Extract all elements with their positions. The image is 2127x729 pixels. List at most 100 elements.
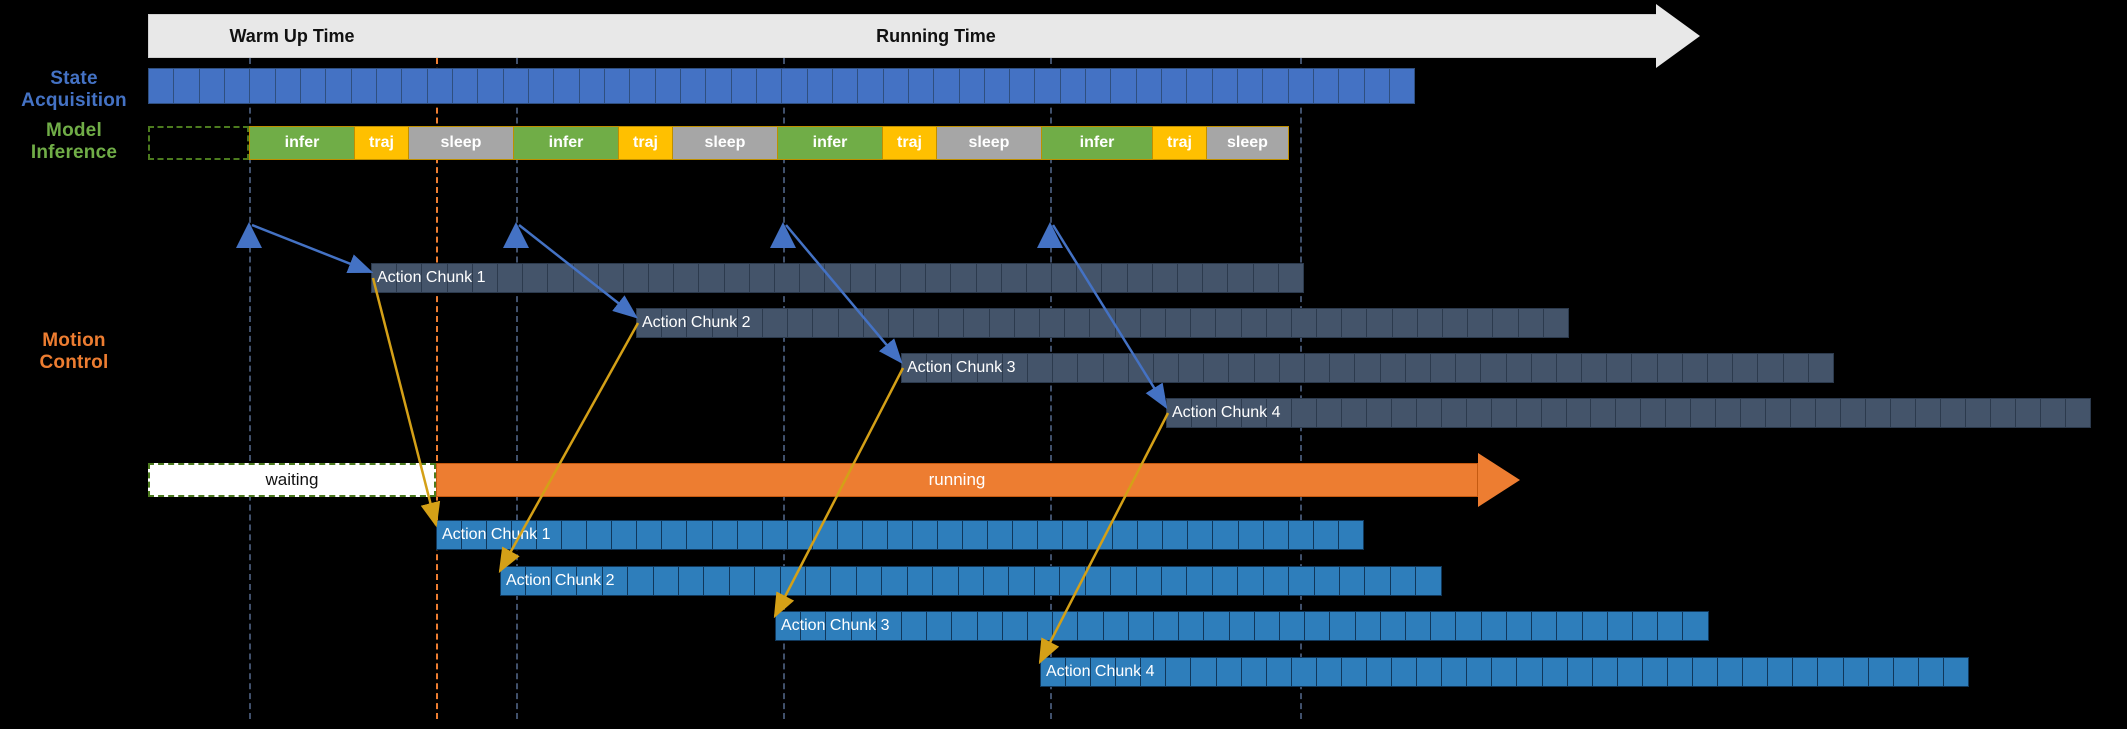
bar-cell	[1059, 566, 1086, 596]
bar-cell	[1211, 566, 1239, 596]
bar-cell	[736, 520, 763, 550]
bar-cell	[875, 611, 903, 641]
bar-cell	[446, 263, 473, 293]
inference-segment-sleep-1: sleep	[408, 126, 514, 160]
bar-cell	[1790, 398, 1817, 428]
bar-cell	[603, 68, 631, 104]
bar-cell	[932, 566, 959, 596]
bar-cell	[1692, 657, 1719, 687]
bar-cell	[983, 566, 1010, 596]
bar-cell	[1740, 398, 1767, 428]
bar-cell	[1391, 657, 1418, 687]
bar-cell	[249, 68, 276, 104]
bar-cell	[857, 68, 884, 104]
bar-cell	[1237, 68, 1264, 104]
bar-cell	[636, 520, 663, 550]
bar-cell	[1190, 657, 1217, 687]
bar-cell	[686, 308, 713, 338]
bar-cell	[1590, 398, 1617, 428]
bar-cell	[983, 68, 1011, 104]
bar-cell	[1013, 308, 1040, 338]
bar-cell	[536, 520, 563, 550]
bar-cell	[849, 263, 876, 293]
bar-cell	[1085, 68, 1112, 104]
bar-cell	[1190, 398, 1217, 428]
bar-cell	[1253, 353, 1280, 383]
bar-cell	[500, 566, 527, 596]
bar-cell	[1917, 657, 1944, 687]
bar-cell	[1989, 398, 2016, 428]
bar-cell	[652, 566, 679, 596]
bar-cell	[1466, 657, 1493, 687]
bar-cell	[350, 68, 377, 104]
bar-cell	[586, 520, 613, 550]
bar-cell	[882, 68, 909, 104]
bar-cell	[1480, 353, 1507, 383]
bar-cell	[1390, 398, 1417, 428]
bar-cell	[786, 520, 813, 550]
bar-cell	[779, 566, 807, 596]
bar-cell	[1012, 520, 1039, 550]
inference-segment-sleep-3: sleep	[936, 126, 1042, 160]
bar-cell	[1405, 611, 1432, 641]
bar-cell	[1631, 611, 1659, 641]
bar-cell	[525, 566, 552, 596]
bar-cell	[1277, 263, 1304, 293]
state-label-line2: Acquisition	[21, 89, 127, 111]
bar-cell	[1606, 611, 1633, 641]
bar-cell	[805, 566, 832, 596]
bar-cell	[1404, 353, 1431, 383]
bar-cell	[1656, 353, 1683, 383]
banner-body	[148, 14, 1658, 58]
bar-cell	[825, 611, 852, 641]
bar-cell	[988, 308, 1015, 338]
bar-cell	[711, 308, 738, 338]
bar-cell	[1555, 353, 1583, 383]
bar-cell	[1026, 353, 1054, 383]
bar-cell	[899, 263, 927, 293]
bar-cell	[1034, 68, 1061, 104]
executed-chunk-bar-2	[500, 566, 1478, 596]
bar-cell	[1817, 657, 1844, 687]
bar-cell	[2064, 398, 2091, 428]
bar-cell	[886, 520, 913, 550]
bar-cell	[1631, 353, 1658, 383]
state-acquisition-bar	[148, 68, 1465, 104]
bar-cell	[728, 566, 756, 596]
bar-cell	[1455, 611, 1482, 641]
bar-cell	[1315, 657, 1342, 687]
bar-cell	[1127, 353, 1154, 383]
bar-cell	[925, 263, 952, 293]
bar-cell	[1290, 657, 1317, 687]
bar-cell	[1186, 566, 1213, 596]
bar-cell	[881, 566, 908, 596]
bar-cell	[1102, 611, 1129, 641]
inference-segment-infer-4: infer	[1041, 126, 1153, 160]
bar-cell	[1040, 657, 1067, 687]
time-axis-banner: Warm Up Time Running Time	[148, 4, 1700, 68]
bar-cell	[1265, 657, 1292, 687]
bar-cell	[1591, 657, 1618, 687]
bar-cell	[1681, 353, 1708, 383]
inference-segment-infer-1: infer	[249, 126, 355, 160]
bar-cell	[375, 68, 403, 104]
bar-cell	[774, 263, 801, 293]
bar-cell	[748, 263, 775, 293]
inference-segment-sleep-4: sleep	[1206, 126, 1289, 160]
bar-cell	[1290, 308, 1318, 338]
bar-cell	[976, 353, 1003, 383]
bar-cell	[1025, 263, 1053, 293]
bar-cell	[1480, 611, 1507, 641]
motion-control-running-arrowhead-icon	[1478, 453, 1520, 507]
bar-cell	[396, 263, 423, 293]
bar-cell	[926, 353, 953, 383]
bar-cell	[1340, 398, 1367, 428]
bar-cell	[1505, 353, 1532, 383]
bar-cell	[597, 263, 624, 293]
bar-cell	[1379, 353, 1406, 383]
bar-cell	[787, 308, 814, 338]
bar-cell	[173, 68, 200, 104]
bar-cell	[1110, 68, 1137, 104]
bar-cell	[1316, 308, 1343, 338]
bar-cell	[611, 520, 638, 550]
